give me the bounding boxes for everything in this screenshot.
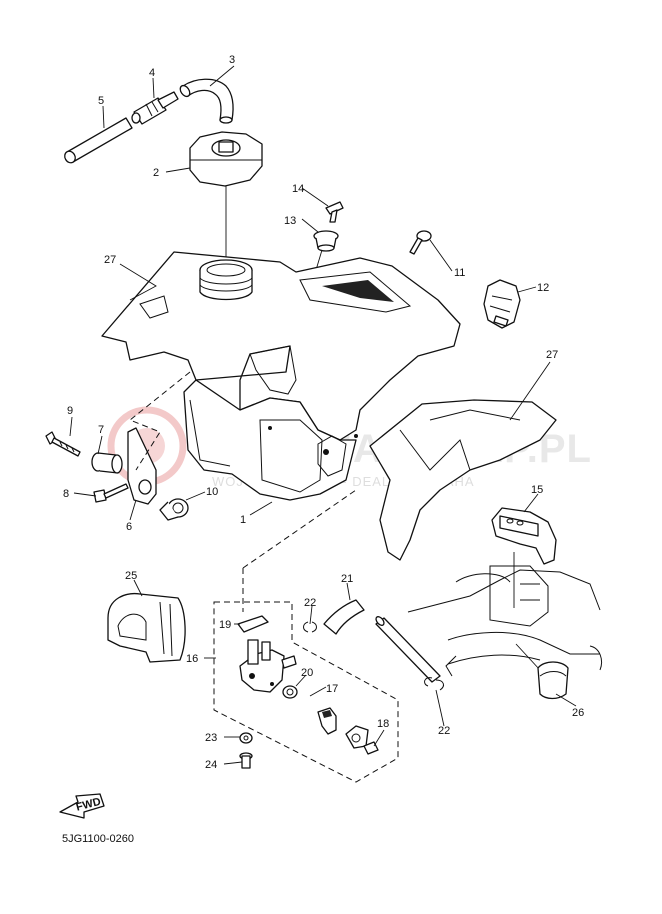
- callout-21[interactable]: 21: [341, 573, 353, 585]
- callout-6[interactable]: 6: [126, 521, 132, 533]
- part-10-collar[interactable]: [159, 498, 189, 521]
- part-8-bolt[interactable]: [93, 483, 129, 503]
- part-5-vent-hose[interactable]: [63, 117, 133, 165]
- callout-2[interactable]: 2: [153, 167, 159, 179]
- callout-leaders: [69, 65, 577, 765]
- callout-12[interactable]: 12: [537, 282, 549, 294]
- callout-17[interactable]: 17: [326, 683, 338, 695]
- part-4-check-valve[interactable]: [131, 91, 179, 125]
- part-26-damper[interactable]: [537, 661, 569, 700]
- leader-mount-dashed: [129, 371, 191, 471]
- leader-tank-outlet-dashed: [242, 489, 357, 569]
- callout-13[interactable]: 13: [284, 215, 296, 227]
- callout-24[interactable]: 24: [205, 759, 217, 771]
- callout-27-left[interactable]: 27: [104, 254, 116, 266]
- frame-outline: [407, 565, 603, 677]
- callout-25[interactable]: 25: [125, 570, 137, 582]
- assembly-16-boundary: [213, 601, 399, 783]
- callout-16[interactable]: 16: [186, 653, 198, 665]
- part-27-side-cover-right[interactable]: [369, 399, 557, 561]
- leader-frame-to-26: [515, 643, 541, 671]
- part-1-fuel-tank[interactable]: [183, 379, 358, 501]
- callout-23[interactable]: 23: [205, 732, 217, 744]
- callout-15[interactable]: 15: [531, 484, 543, 496]
- part-20-o-ring[interactable]: [282, 685, 298, 699]
- part-17-lever[interactable]: [317, 707, 337, 735]
- diagram-code: 5JG1100-0260: [62, 833, 134, 845]
- callout-numbers: 1 2 3 4 5 6 7 8 9 10 11 12 13 14 15 16 1…: [63, 54, 584, 771]
- part-3-breather-hose[interactable]: [178, 78, 234, 124]
- part-21-fuel-hose[interactable]: [323, 599, 441, 683]
- part-13-collar[interactable]: [313, 230, 339, 252]
- callout-1[interactable]: 1: [240, 514, 246, 526]
- part-7-damper[interactable]: [91, 452, 123, 474]
- part-2-fuel-cap[interactable]: [189, 131, 263, 187]
- callout-19[interactable]: 19: [219, 619, 231, 631]
- callout-7[interactable]: 7: [98, 424, 104, 436]
- part-15-holder[interactable]: [491, 507, 557, 565]
- callout-18[interactable]: 18: [377, 718, 389, 730]
- callout-27-right[interactable]: 27: [546, 349, 558, 361]
- part-14-bolt[interactable]: [325, 201, 344, 223]
- part-9-bolt[interactable]: [45, 431, 81, 457]
- callout-20[interactable]: 20: [301, 667, 313, 679]
- tank-filler-neck: [199, 259, 253, 301]
- callout-22-upper[interactable]: 22: [304, 597, 316, 609]
- callout-9[interactable]: 9: [67, 405, 73, 417]
- callout-11[interactable]: 11: [454, 267, 465, 279]
- part-22-clip-lower[interactable]: [424, 677, 444, 691]
- part-23-washer[interactable]: [239, 732, 253, 744]
- part-19-gasket[interactable]: [237, 615, 269, 633]
- callout-22-lower[interactable]: 22: [438, 725, 450, 737]
- callout-4[interactable]: 4: [149, 67, 155, 79]
- fwd-arrow-icon: FWD: [59, 793, 105, 819]
- fuel-cock-body[interactable]: [239, 639, 297, 693]
- callout-3[interactable]: 3: [229, 54, 235, 66]
- part-12-rubber-band[interactable]: [483, 279, 521, 329]
- callout-26[interactable]: 26: [572, 707, 584, 719]
- part-24-screw[interactable]: [239, 752, 253, 769]
- callout-10[interactable]: 10: [206, 486, 218, 498]
- part-22-clip-upper[interactable]: [303, 621, 317, 633]
- part-18-plate[interactable]: [345, 725, 369, 749]
- part-11-bolt[interactable]: [409, 230, 432, 255]
- part-6-bracket[interactable]: [127, 427, 157, 505]
- callout-5[interactable]: 5: [98, 95, 104, 107]
- callout-8[interactable]: 8: [63, 488, 69, 500]
- part-25-cover[interactable]: [107, 592, 186, 663]
- callout-14[interactable]: 14: [292, 183, 304, 195]
